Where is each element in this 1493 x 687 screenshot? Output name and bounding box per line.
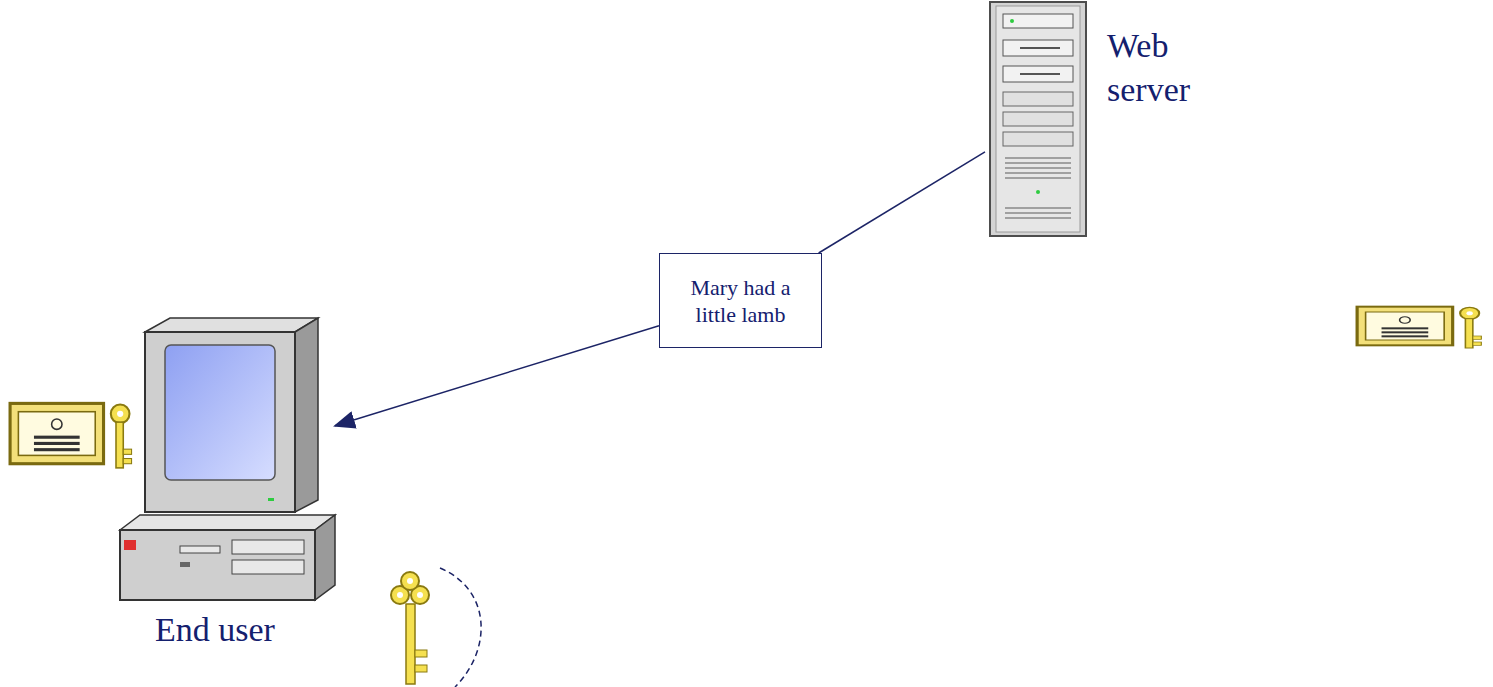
key-tooth bbox=[415, 665, 427, 672]
private-key bbox=[391, 572, 429, 684]
dashed-arc bbox=[440, 568, 481, 687]
node-label: Web server bbox=[1107, 24, 1227, 112]
certificate-icon bbox=[1357, 307, 1481, 348]
certificate-icon bbox=[10, 403, 132, 467]
button bbox=[180, 562, 190, 567]
server-tower bbox=[990, 2, 1086, 236]
desktop-computer bbox=[120, 318, 335, 600]
message-box: Mary had a little lamb bbox=[659, 253, 822, 348]
message-arrow bbox=[819, 152, 985, 253]
key-hole bbox=[397, 592, 403, 598]
drive-bay bbox=[1003, 112, 1073, 126]
key-hole bbox=[417, 592, 423, 598]
status-led bbox=[1010, 19, 1014, 23]
monitor-top bbox=[145, 318, 318, 332]
node-label: End user bbox=[115, 608, 315, 652]
drive-bay bbox=[232, 560, 304, 574]
server-front bbox=[996, 6, 1080, 232]
drive-slot bbox=[180, 546, 220, 553]
monitor-side bbox=[295, 318, 318, 512]
drive-slot bbox=[1020, 47, 1060, 49]
status-led bbox=[268, 498, 274, 501]
key-hole bbox=[407, 578, 413, 584]
drive-bay bbox=[1003, 132, 1073, 146]
vent-lines bbox=[1005, 158, 1071, 218]
drive-bay bbox=[232, 540, 304, 554]
monitor-screen bbox=[165, 345, 275, 480]
drive-bay bbox=[1003, 66, 1073, 82]
endpoint-node: Web server bbox=[985, 2, 1090, 238]
drive-bay bbox=[1003, 40, 1073, 56]
key-tooth bbox=[415, 650, 427, 657]
endpoint-node: End user bbox=[120, 318, 335, 600]
server-case bbox=[990, 2, 1086, 236]
base-side bbox=[315, 515, 335, 600]
message-arrow bbox=[335, 326, 659, 426]
message-text: Mary had a little lamb bbox=[660, 274, 821, 328]
drive-bay bbox=[1003, 14, 1073, 28]
drive-slot bbox=[1020, 73, 1060, 75]
key-shaft bbox=[406, 604, 415, 684]
base-front bbox=[120, 530, 315, 600]
monitor-front bbox=[145, 332, 295, 512]
key-bow bbox=[401, 572, 419, 590]
power-indicator bbox=[124, 540, 136, 550]
base-top bbox=[120, 515, 335, 530]
drive-bay bbox=[1003, 92, 1073, 106]
status-led bbox=[1036, 190, 1040, 194]
